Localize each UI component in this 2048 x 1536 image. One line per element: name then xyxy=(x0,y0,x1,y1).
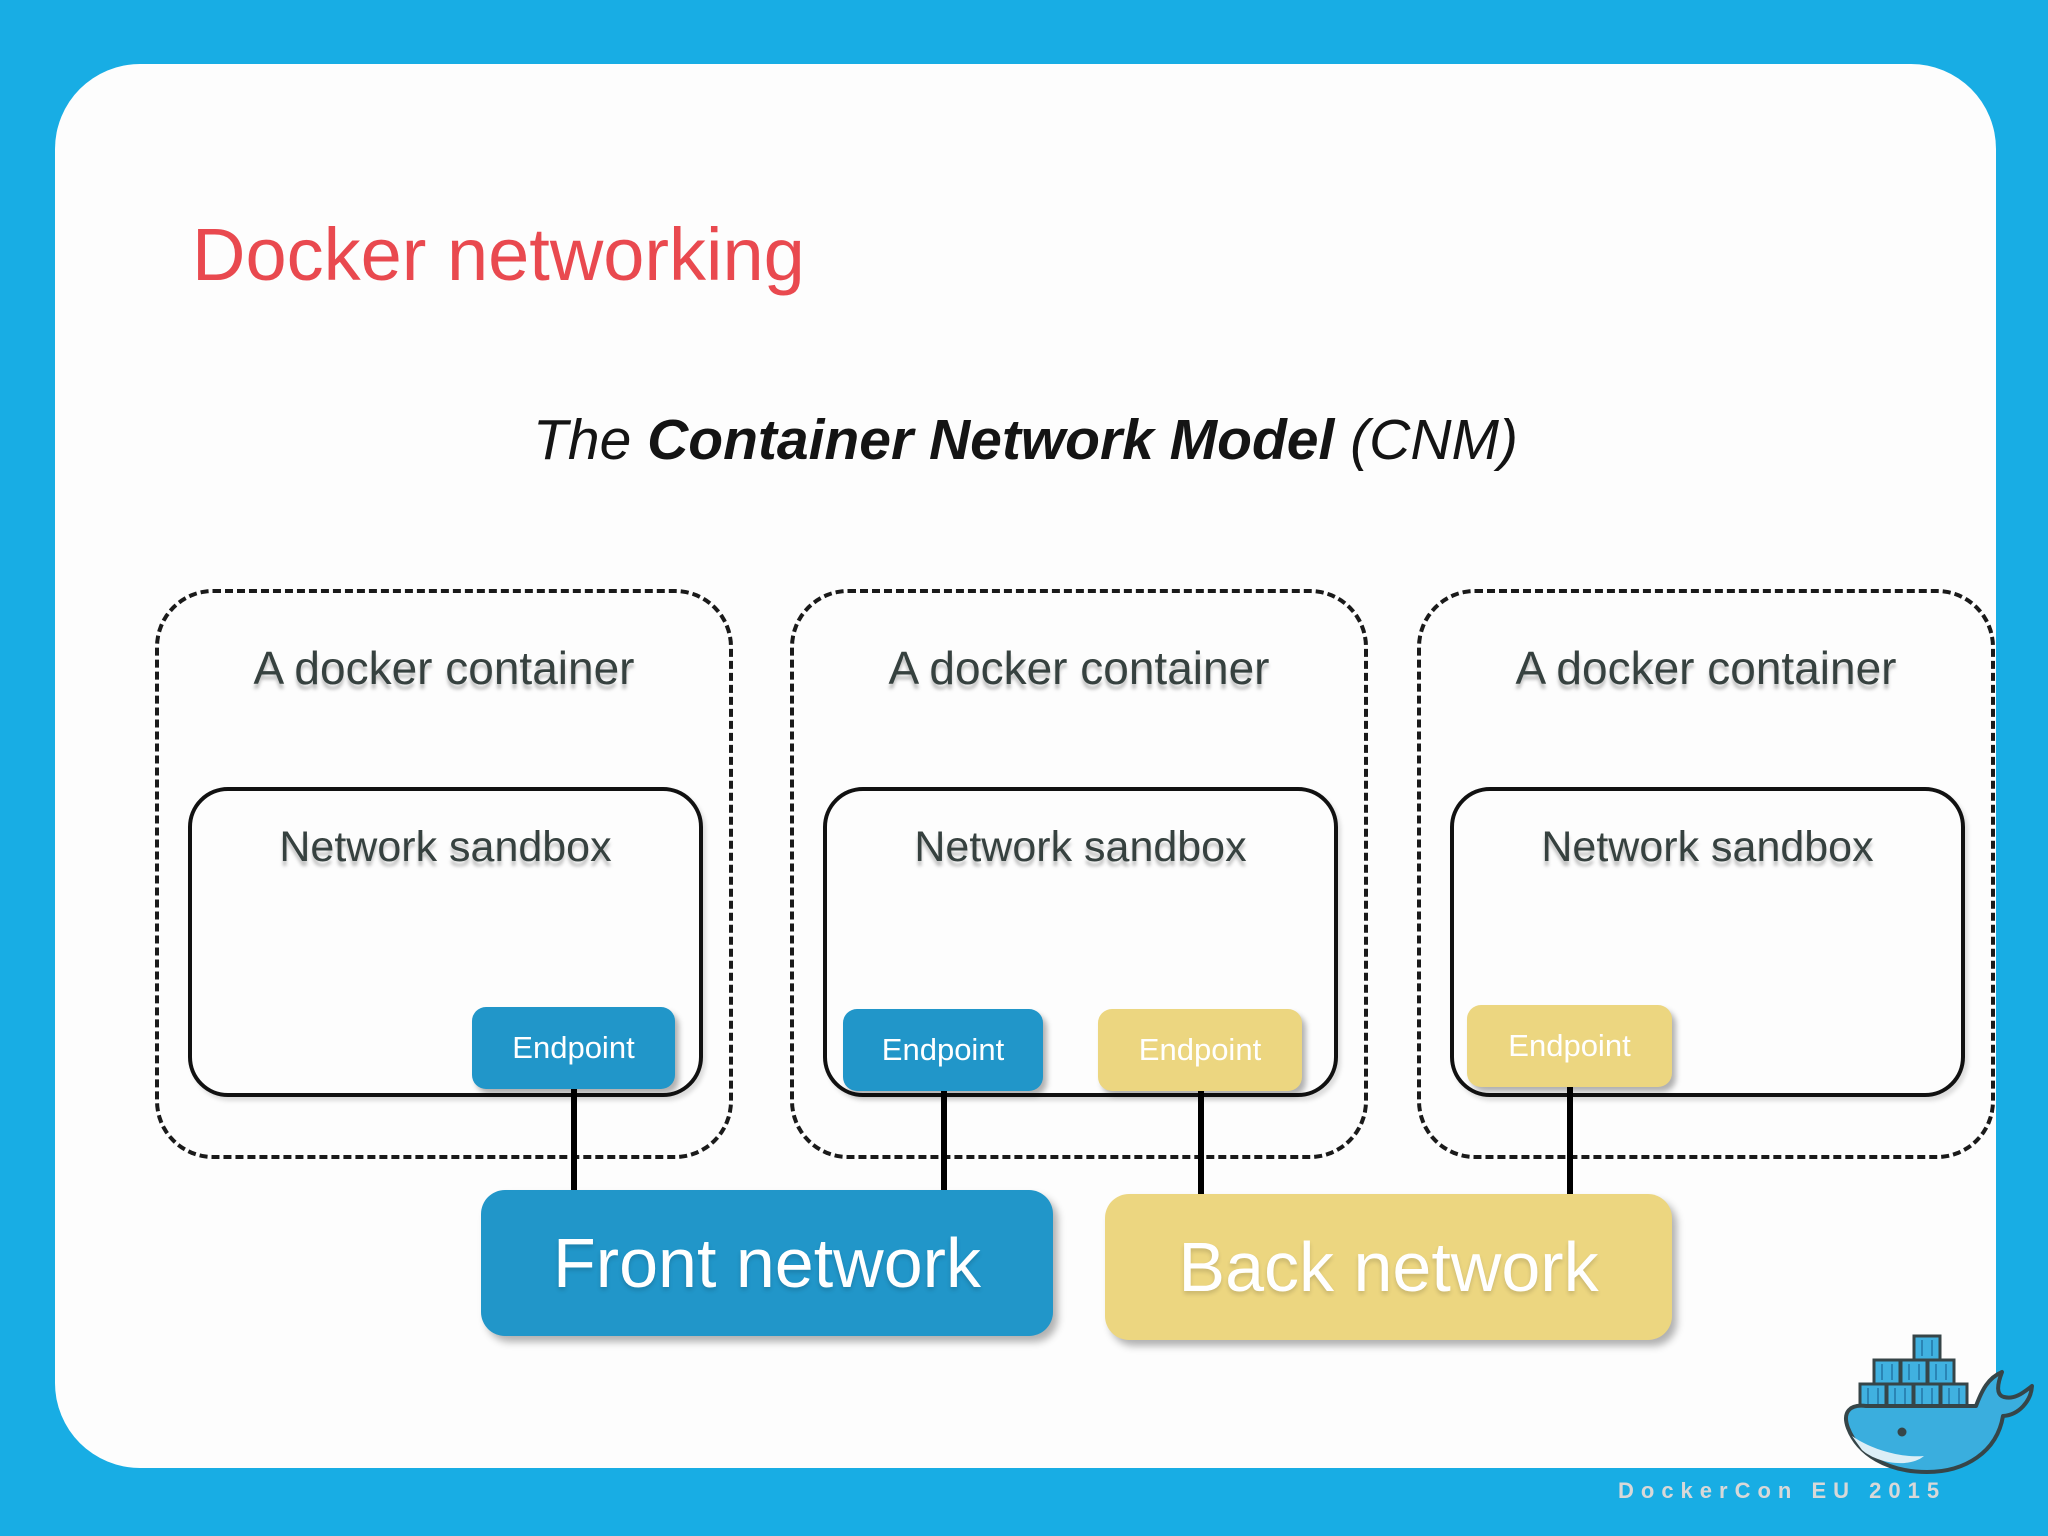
subtitle-emphasis: Container Network Model xyxy=(647,408,1335,472)
connector-endpoint4-back xyxy=(1567,1086,1573,1198)
subtitle-prefix: The xyxy=(533,408,648,472)
docker-container-box-1: A docker container Network sandbox xyxy=(155,589,733,1159)
connector-endpoint1-front xyxy=(571,1088,577,1194)
network-sandbox-label: Network sandbox xyxy=(914,823,1247,871)
slide-card: Docker networking The Container Network … xyxy=(55,64,1996,1503)
docker-container-box-2: A docker container Network sandbox xyxy=(790,589,1368,1159)
endpoint-badge-container2-back: Endpoint xyxy=(1098,1009,1302,1091)
network-sandbox-label: Network sandbox xyxy=(279,823,612,871)
docker-container-label: A docker container xyxy=(888,642,1270,694)
endpoint-badge-container1-front: Endpoint xyxy=(472,1007,675,1089)
network-sandbox-label: Network sandbox xyxy=(1541,823,1874,871)
front-network-box: Front network xyxy=(481,1190,1053,1336)
network-sandbox-box-3: Network sandbox xyxy=(1450,787,1965,1097)
docker-container-label: A docker container xyxy=(1515,642,1897,694)
network-sandbox-box-1: Network sandbox xyxy=(188,787,703,1097)
endpoint-badge-container2-front: Endpoint xyxy=(843,1009,1043,1091)
endpoint-badge-container3-back: Endpoint xyxy=(1467,1005,1672,1087)
watermark-text: DockerCon EU 2015 xyxy=(1618,1478,1947,1503)
docker-container-box-3: A docker container Network sandbox xyxy=(1417,589,1995,1159)
subtitle-suffix: (CNM) xyxy=(1334,408,1518,472)
connector-endpoint2-front xyxy=(941,1090,947,1194)
back-network-box: Back network xyxy=(1105,1194,1672,1340)
slide-title: Docker networking xyxy=(192,213,805,296)
slide-subtitle: The Container Network Model (CNM) xyxy=(55,407,1996,473)
docker-whale-logo-icon xyxy=(1844,1334,2034,1474)
connector-endpoint3-back xyxy=(1198,1090,1204,1198)
docker-container-label: A docker container xyxy=(253,642,635,694)
network-sandbox-box-2: Network sandbox xyxy=(823,787,1338,1097)
